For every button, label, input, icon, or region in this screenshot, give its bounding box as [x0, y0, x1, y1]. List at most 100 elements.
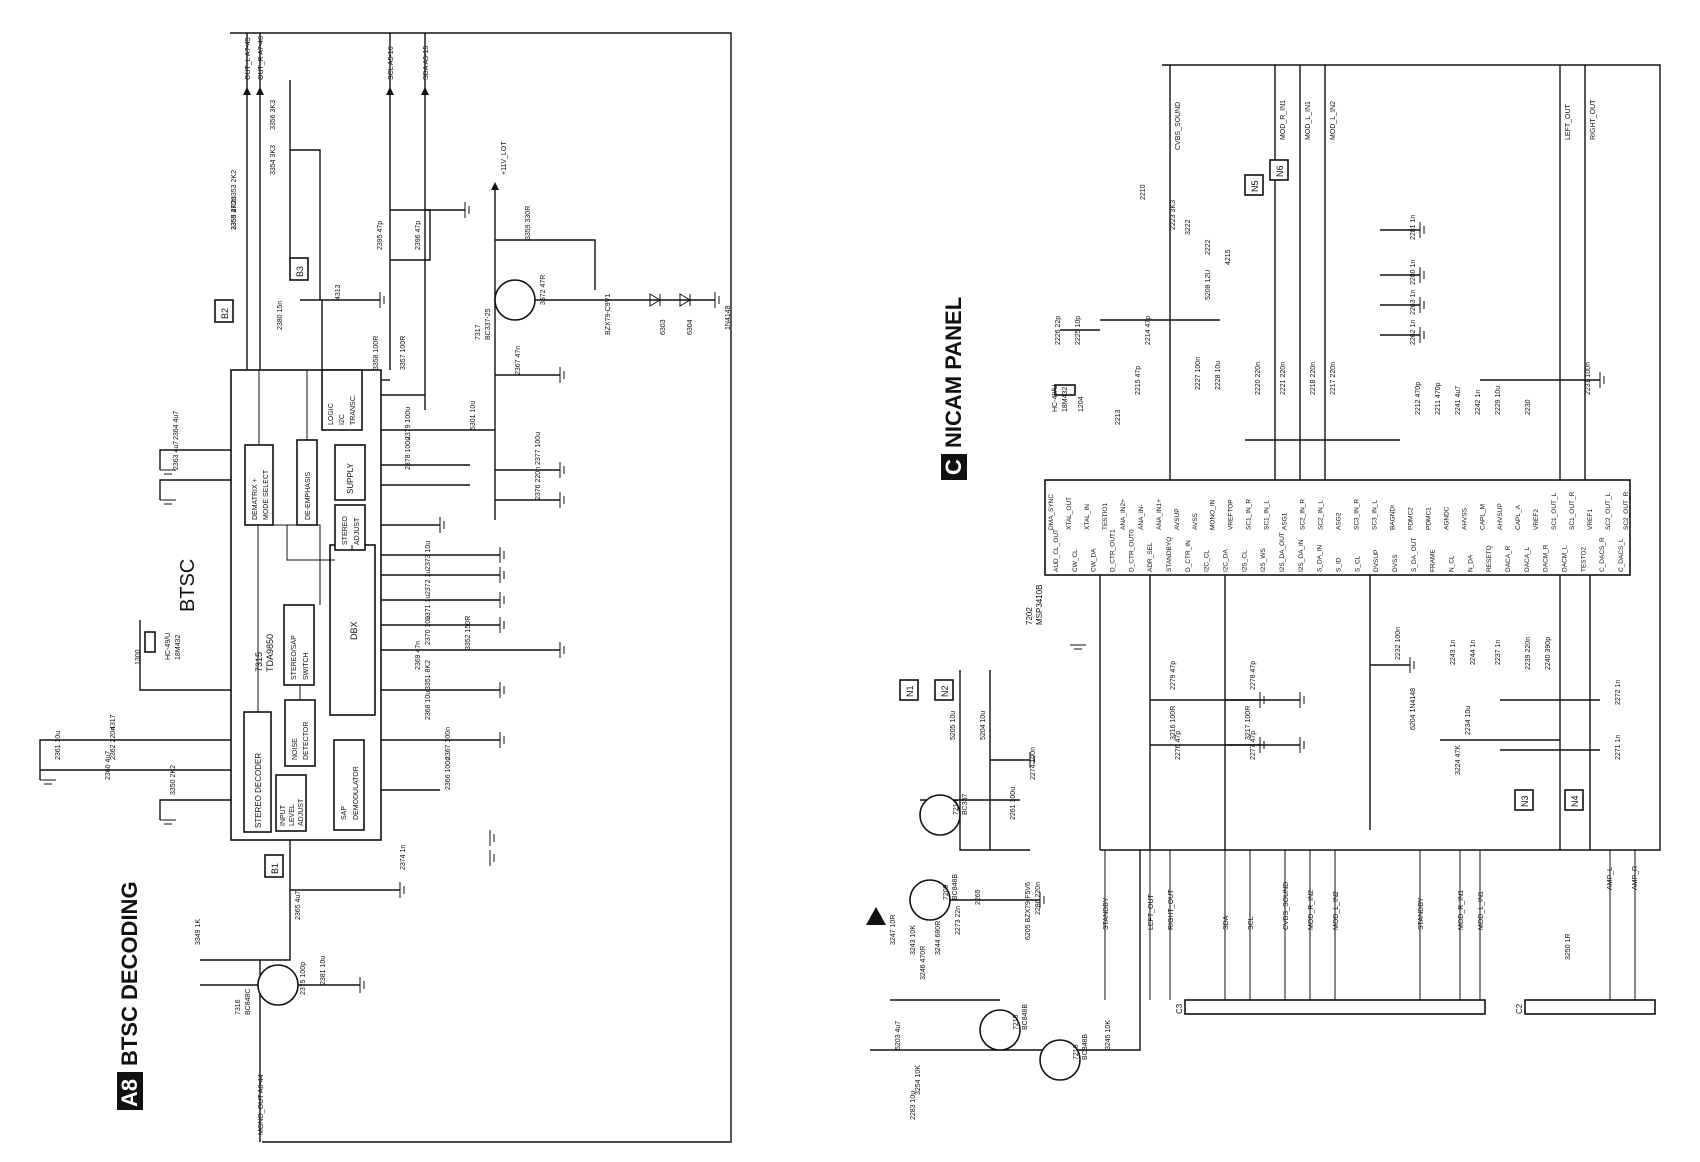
ic-pin-label: S_DA_OUT	[1411, 538, 1418, 572]
wire-internal	[286, 525, 335, 561]
ic-pin-label: AGNDC	[1443, 506, 1450, 530]
connector-c3-pin-label: SCL	[1248, 916, 1255, 930]
transistor-7316-ref: 7316	[235, 999, 242, 1015]
component-label: 2369 47n	[415, 641, 422, 670]
ic-pin-label: AVSS	[1192, 512, 1199, 530]
component-label: 2273 22n	[955, 906, 962, 935]
component-label: 3245 10K	[1105, 1020, 1112, 1050]
signal-right-out: RIGHT_OUT	[1590, 99, 1597, 140]
block-deemphasis-label: DE-EMPHASIS	[305, 471, 312, 520]
component-label: 2214 47p	[1145, 316, 1152, 345]
component-label: 2374 1n	[400, 845, 407, 870]
ic-pin-label: SC1_OUT_L	[1551, 492, 1558, 530]
tag-b2: B2	[220, 308, 230, 319]
component-label: 2212 470p	[1415, 382, 1422, 415]
transistor-7215-part: BC848B	[1022, 1004, 1029, 1030]
ic-pin-label: C_DACS_R	[1599, 537, 1606, 572]
component-label: 2375 100p	[300, 962, 307, 995]
component-label: 2381 10u	[320, 956, 327, 985]
ground-icon	[464, 202, 470, 218]
ic-pin-label: RESETQ	[1486, 545, 1493, 572]
ground-icon	[559, 462, 565, 478]
ground-icon	[559, 492, 565, 508]
ic-pin-label: AHVSUP	[1497, 503, 1504, 530]
component-label: 2228 10u	[1215, 361, 1222, 390]
ic-pin-label: I2C_CL	[1204, 550, 1211, 572]
component-label: 3353 2K2	[231, 170, 238, 200]
diode-6303: 6303	[660, 319, 667, 335]
ground-icon	[399, 882, 405, 898]
nicam-wiring	[870, 65, 1600, 1051]
transistor-7214-part: BC337	[962, 793, 969, 815]
component-label: 2272 1n	[1615, 680, 1622, 705]
component-label: 2229 10u	[1495, 386, 1502, 415]
component-label: 2367 47n	[515, 346, 522, 375]
ground-symbols	[40, 202, 720, 993]
block-noise-label-1: NOISE	[292, 738, 299, 760]
component-label: 2231 100n	[1585, 362, 1592, 395]
wire-cap-pair	[390, 209, 431, 261]
connector-c3-pin-label: STANDBY	[1418, 897, 1425, 930]
block-sap-demod	[333, 739, 365, 831]
signal-left-out: LEFT_OUT	[1565, 103, 1572, 140]
ic-pin-label: AHVSS	[1461, 507, 1468, 530]
tag-b3-box	[289, 257, 309, 281]
transistor-7215	[979, 1009, 1021, 1051]
ground-icon	[40, 779, 56, 785]
ground-icon	[1419, 267, 1425, 283]
transistor-7216-part: BC848B	[1082, 1034, 1089, 1060]
component-label: 2237 1n	[1495, 640, 1502, 665]
pin-11	[200, 840, 291, 961]
block-stereo-adjust	[334, 504, 366, 551]
tag-n5: N5	[1250, 180, 1260, 192]
section-label: BTSC	[177, 559, 199, 612]
transistor-7216-ref: 7216	[1073, 1044, 1080, 1060]
component-label: 6205 BZX79-F5V6	[1025, 882, 1032, 940]
component-label: 6204 1N4148	[1410, 688, 1417, 730]
wire-internal	[273, 524, 321, 605]
component-label: 2210	[1140, 184, 1147, 200]
transistor-7209-part: BC848B	[952, 874, 959, 900]
panel-frame-left	[230, 32, 732, 1143]
component-label: 5204 10u	[980, 711, 987, 740]
tag-n6: N6	[1275, 165, 1285, 177]
ground-icon	[499, 592, 505, 608]
tag-n3: N3	[1520, 795, 1530, 807]
diode-6304: 6304	[687, 319, 694, 335]
component-label: 3356 3K3	[270, 100, 277, 130]
ground-icon	[1070, 644, 1086, 650]
component-label: 2222	[1205, 239, 1212, 255]
diode-1n4148: 1N4148	[725, 305, 732, 330]
connector-c3-pin-label: MOD_R_IN2	[1308, 890, 1315, 930]
block-dbx-label: DBX	[349, 621, 359, 640]
block-adjust-label-1: STEREO	[342, 516, 349, 545]
signal-mod-l1: MOD_L_IN1	[1305, 101, 1312, 140]
ic-pin-label: ADR_SEL	[1147, 542, 1154, 572]
component-label: 2220 220n	[1255, 362, 1262, 395]
component-label: 2368 10u	[425, 691, 432, 720]
ic-pin-label: VREFTOP	[1228, 499, 1235, 530]
ic-pin-label: I2S_CL	[1241, 550, 1248, 572]
transistor-7215-ref: 7215	[1013, 1014, 1020, 1030]
panel-title: NICAM PANEL	[941, 297, 966, 448]
ic-7202-part: MSP3410B	[1035, 585, 1044, 625]
block-input-level	[275, 774, 307, 832]
component-label: 2265	[975, 889, 982, 905]
crystal-1204-text2: 18M432	[1062, 387, 1069, 412]
component-label: 2227 100n	[1195, 357, 1202, 390]
tag-n2: N2	[940, 685, 950, 697]
component-label: 2359 470n	[231, 197, 238, 230]
component-label: 2243 1n	[1450, 640, 1457, 665]
ic-pin-label: DACM_L	[1562, 545, 1569, 572]
component-label: 3359 330R	[525, 206, 532, 240]
ground-icon	[499, 547, 505, 563]
signal-out-l: OUT_L A7-45	[245, 37, 252, 80]
component-label: 2232 100n	[1395, 627, 1402, 660]
ic-pin-label: ANA_IN2+	[1120, 499, 1127, 530]
ground-icon	[1039, 892, 1045, 908]
title-badge: C	[941, 459, 966, 475]
